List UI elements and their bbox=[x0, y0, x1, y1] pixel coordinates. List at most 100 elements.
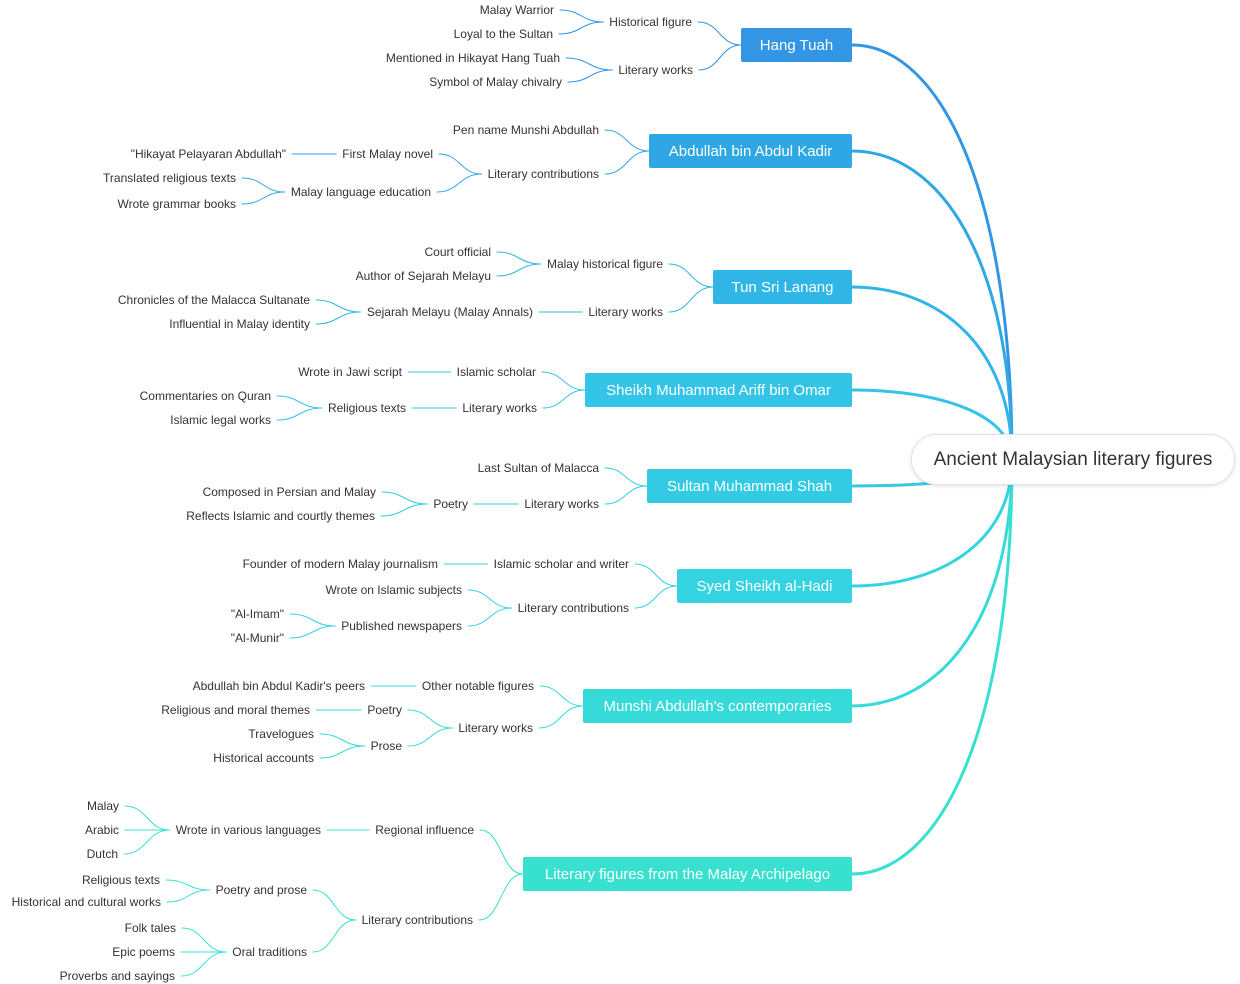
child-connector bbox=[567, 69, 613, 83]
branch-connector bbox=[850, 149, 1014, 462]
branch-topic-label: Tun Sri Lanang bbox=[731, 278, 834, 296]
topic-node[interactable]: Other notable figures bbox=[421, 679, 534, 693]
topic-node[interactable]: Loyal to the Sultan bbox=[453, 27, 553, 41]
child-connector bbox=[542, 389, 586, 409]
topic-node[interactable]: Literary works bbox=[618, 63, 693, 77]
topic-node[interactable]: Literary works bbox=[588, 305, 663, 319]
child-connector bbox=[315, 311, 361, 325]
topic-node[interactable]: Sejarah Melayu (Malay Annals) bbox=[366, 305, 533, 319]
topic-node[interactable]: Prose bbox=[370, 739, 402, 753]
branch-topic[interactable]: Syed Sheikh al-Hadi bbox=[677, 569, 852, 603]
topic-node[interactable]: Islamic scholar and writer bbox=[493, 557, 629, 571]
topic-node[interactable]: Translated religious texts bbox=[103, 171, 236, 185]
topic-node[interactable]: Court official bbox=[424, 245, 491, 259]
topic-node[interactable]: Regional influence bbox=[375, 823, 474, 837]
topic-node[interactable]: Mentioned in Hikayat Hang Tuah bbox=[385, 51, 560, 65]
topic-node[interactable]: Symbol of Malay chivalry bbox=[429, 75, 562, 89]
branch-connector bbox=[850, 458, 1014, 588]
child-connector bbox=[181, 927, 227, 953]
topic-node[interactable]: Literary contributions bbox=[361, 913, 473, 927]
topic-node[interactable]: Literary contributions bbox=[487, 167, 599, 181]
topic-node[interactable]: Wrote in various languages bbox=[175, 823, 321, 837]
topic-node[interactable]: Malay bbox=[86, 799, 119, 813]
branch-topic-label: Sultan Muhammad Shah bbox=[666, 477, 833, 495]
topic-node[interactable]: Historical figure bbox=[609, 15, 692, 29]
topic-node[interactable]: Malay historical figure bbox=[546, 257, 663, 271]
branch-topic[interactable]: Sultan Muhammad Shah bbox=[647, 469, 852, 503]
child-connector bbox=[319, 745, 366, 759]
root-topic[interactable]: Ancient Malaysian literary figures bbox=[911, 434, 1235, 485]
branch-topic[interactable]: Literary figures from the Malay Archipel… bbox=[523, 857, 852, 891]
topic-node[interactable]: Author of Sejarah Melayu bbox=[355, 269, 491, 283]
topic-node[interactable]: Dutch bbox=[86, 847, 118, 861]
child-connector bbox=[539, 685, 584, 707]
topic-node[interactable]: Wrote grammar books bbox=[117, 197, 236, 211]
branch-topic[interactable]: Munshi Abdullah's contemporaries bbox=[583, 689, 852, 723]
child-connector bbox=[166, 889, 211, 903]
child-connector bbox=[319, 733, 366, 747]
child-connector bbox=[289, 625, 336, 639]
topic-node[interactable]: Malay language education bbox=[290, 185, 431, 199]
topic-node[interactable]: Chronicles of the Malacca Sultanate bbox=[117, 293, 310, 307]
child-connector bbox=[668, 263, 714, 288]
topic-node[interactable]: Last Sultan of Malacca bbox=[477, 461, 599, 475]
child-connector bbox=[698, 44, 742, 71]
topic-node[interactable]: Abdullah bin Abdul Kadir's peers bbox=[192, 679, 365, 693]
child-connector bbox=[697, 21, 742, 46]
topic-node[interactable]: Pen name Munshi Abdullah bbox=[452, 123, 599, 137]
topic-node[interactable]: Folk tales bbox=[124, 921, 176, 935]
child-connector bbox=[496, 263, 542, 277]
topic-node[interactable]: Literary works bbox=[462, 401, 537, 415]
branch-topic[interactable]: Hang Tuah bbox=[741, 28, 852, 62]
topic-node[interactable]: Literary contributions bbox=[517, 601, 629, 615]
topic-node[interactable]: Literary works bbox=[524, 497, 599, 511]
topic-node[interactable]: Historical and cultural works bbox=[11, 895, 161, 909]
branch-topic-label: Munshi Abdullah's contemporaries bbox=[603, 697, 832, 715]
topic-node[interactable]: Poetry bbox=[367, 703, 402, 717]
topic-node[interactable]: "Hikayat Pelayaran Abdullah" bbox=[130, 147, 286, 161]
branch-topic-label: Hang Tuah bbox=[759, 36, 834, 54]
topic-node[interactable]: Wrote in Jawi script bbox=[298, 365, 402, 379]
topic-node[interactable]: "Al-Imam" bbox=[230, 607, 284, 621]
topic-node[interactable]: First Malay novel bbox=[342, 147, 433, 161]
topic-node[interactable]: Composed in Persian and Malay bbox=[202, 485, 376, 499]
topic-node[interactable]: Religious texts bbox=[81, 873, 160, 887]
topic-node[interactable]: Published newspapers bbox=[341, 619, 462, 633]
child-connector bbox=[558, 21, 604, 35]
topic-node[interactable]: Epic poems bbox=[112, 945, 175, 959]
topic-node[interactable]: Islamic legal works bbox=[170, 413, 271, 427]
topic-node[interactable]: Malay Warrior bbox=[479, 3, 554, 17]
topic-node[interactable]: Oral traditions bbox=[232, 945, 307, 959]
child-connector bbox=[604, 467, 648, 487]
branch-connector bbox=[850, 458, 1014, 876]
child-connector bbox=[312, 919, 357, 953]
topic-node[interactable]: Literary works bbox=[458, 721, 533, 735]
topic-node[interactable]: Proverbs and sayings bbox=[59, 969, 175, 983]
child-connector bbox=[180, 951, 227, 977]
branch-topic-label: Abdullah bin Abdul Kadir bbox=[668, 142, 833, 160]
topic-node[interactable]: Poetry and prose bbox=[215, 883, 307, 897]
child-connector bbox=[496, 251, 542, 265]
topic-node[interactable]: Commentaries on Quran bbox=[139, 389, 271, 403]
branch-topic[interactable]: Sheikh Muhammad Ariff bin Omar bbox=[585, 373, 852, 407]
topic-node[interactable]: "Al-Munir" bbox=[230, 631, 284, 645]
child-connector bbox=[668, 286, 714, 313]
topic-node[interactable]: Arabic bbox=[84, 823, 119, 837]
topic-node[interactable]: Poetry bbox=[433, 497, 468, 511]
topic-node[interactable]: Religious texts bbox=[327, 401, 406, 415]
branch-connector bbox=[850, 43, 1014, 462]
branch-topic[interactable]: Tun Sri Lanang bbox=[713, 270, 852, 304]
child-connector bbox=[634, 585, 678, 609]
topic-node[interactable]: Influential in Malay identity bbox=[169, 317, 310, 331]
topic-node[interactable]: Wrote on Islamic subjects bbox=[325, 583, 463, 597]
topic-node[interactable]: Islamic scholar bbox=[456, 365, 536, 379]
child-connector bbox=[312, 889, 357, 921]
child-connector bbox=[436, 173, 483, 193]
topic-node[interactable]: Reflects Islamic and courtly themes bbox=[186, 509, 375, 523]
topic-node[interactable]: Founder of modern Malay journalism bbox=[242, 557, 438, 571]
topic-node[interactable]: Travelogues bbox=[248, 727, 314, 741]
topic-node[interactable]: Historical accounts bbox=[213, 751, 314, 765]
branch-topic[interactable]: Abdullah bin Abdul Kadir bbox=[649, 134, 852, 168]
child-connector bbox=[541, 371, 586, 391]
topic-node[interactable]: Religious and moral themes bbox=[161, 703, 310, 717]
